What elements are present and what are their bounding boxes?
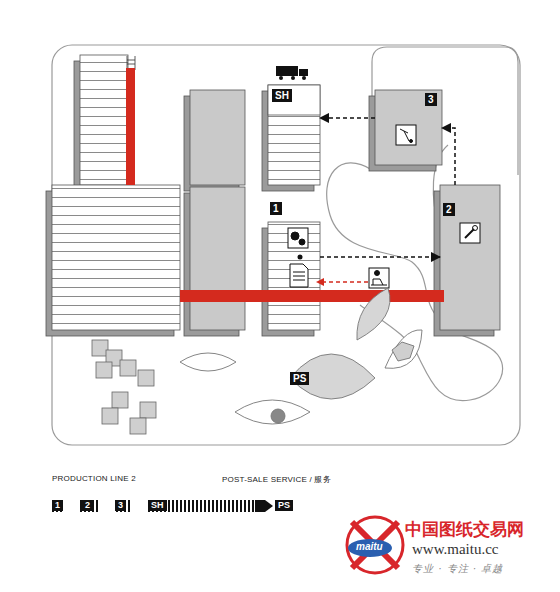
drawing-part (373, 279, 383, 285)
drawing-part (190, 187, 245, 330)
drawing-part (102, 408, 118, 424)
sequence-label: PS (275, 500, 293, 511)
drawing-part (396, 125, 416, 145)
building-number: 3 (425, 93, 437, 106)
watermark: 中国图纸交易网 (405, 518, 524, 541)
drawing-part (347, 517, 403, 573)
drawing-part (392, 342, 414, 361)
drawing-part (80, 55, 128, 185)
drawing-part (92, 340, 414, 434)
drawing-part (180, 353, 236, 371)
sequence-number: 3 (115, 500, 126, 511)
building-number: SH (272, 89, 292, 102)
drawing-part (52, 500, 255, 512)
drawing-part (369, 268, 389, 288)
drawing-part (127, 56, 128, 70)
drawing-part (385, 330, 422, 368)
drawing-part (348, 539, 392, 557)
drawing-part (64, 500, 80, 512)
drawing-part (180, 290, 444, 302)
drawing-part (268, 222, 320, 330)
watermark: 专业 · 专注 · 卓越 (412, 562, 503, 576)
drawing-part (357, 288, 390, 340)
drawing-part (271, 409, 285, 423)
drawing-part (460, 223, 480, 243)
drawing-part (127, 64, 135, 65)
drawing-part (98, 500, 114, 512)
workshop-building: 3 (375, 90, 442, 165)
drawing-part (299, 69, 308, 76)
drawing-part (140, 402, 156, 418)
drawing-part (112, 392, 128, 408)
drawing-part (316, 278, 324, 286)
watermark-logo: maitu (356, 541, 383, 552)
drawing-part (276, 66, 298, 76)
drawing-part (372, 47, 518, 175)
drawing-part (92, 340, 108, 356)
drawing-part (465, 229, 474, 238)
caption-text: PRODUCTION LINE 2 (52, 474, 136, 483)
drawing-part (279, 76, 283, 80)
drawing-part (293, 272, 305, 273)
drawing-part (130, 500, 146, 512)
drawing-part (288, 125, 480, 392)
drawing-part (291, 76, 295, 80)
flow-arrow (442, 128, 455, 185)
drawing-part (96, 362, 112, 378)
drawing-part (135, 56, 136, 70)
drawing-part (352, 522, 398, 568)
drawing-part (138, 370, 154, 386)
drawing-part (293, 276, 305, 277)
drawing-part (268, 85, 320, 185)
drawing-part (235, 400, 310, 424)
service-building: 2 (440, 185, 500, 330)
flow-arrow (320, 256, 440, 258)
drawing-part (46, 55, 500, 336)
drawing-part (375, 90, 442, 165)
drawing-part (130, 418, 146, 434)
post-sale-pavilion: PS (290, 350, 375, 406)
drawing-part (298, 255, 303, 260)
drawing-part (268, 85, 320, 115)
drawing-part (302, 76, 306, 80)
drawing-part (291, 232, 299, 240)
drawing-part (375, 271, 380, 276)
building-number: PS (290, 372, 309, 385)
drawing-part (126, 68, 135, 185)
shipping-building: SH (268, 85, 320, 185)
production-building: 1 (268, 202, 320, 330)
watermark: www.maitu.cc (412, 541, 499, 558)
flow-arrow (320, 117, 375, 119)
drawing-part (410, 140, 413, 143)
drawing-part (299, 239, 305, 245)
drawing-part (290, 354, 375, 399)
sequence-number: 1 (52, 500, 63, 511)
drawing-part (293, 280, 305, 281)
sequence-number: 2 (82, 500, 93, 511)
drawing-part (322, 281, 368, 283)
building-number: 1 (270, 202, 282, 215)
drawing-part (400, 129, 409, 141)
drawing-part (276, 66, 308, 80)
drawing-part (440, 185, 500, 330)
drawing-part (190, 90, 245, 185)
sequence-label: SH (148, 500, 167, 511)
drawing-part (371, 285, 387, 286)
drawing-part (255, 500, 273, 512)
drawing-part (473, 226, 478, 231)
drawing-part (52, 45, 520, 445)
drawing-part (52, 185, 180, 330)
drawing-part (440, 290, 444, 302)
drawing-part (288, 228, 308, 248)
drawing-part (290, 264, 308, 287)
caption-text: POST-SALE SERVICE / 服务 (222, 474, 331, 485)
drawing-part (127, 56, 135, 70)
drawing-part (180, 288, 422, 424)
drawing-part (120, 360, 136, 376)
drawing-part (127, 60, 135, 61)
building-number: 2 (443, 203, 455, 216)
